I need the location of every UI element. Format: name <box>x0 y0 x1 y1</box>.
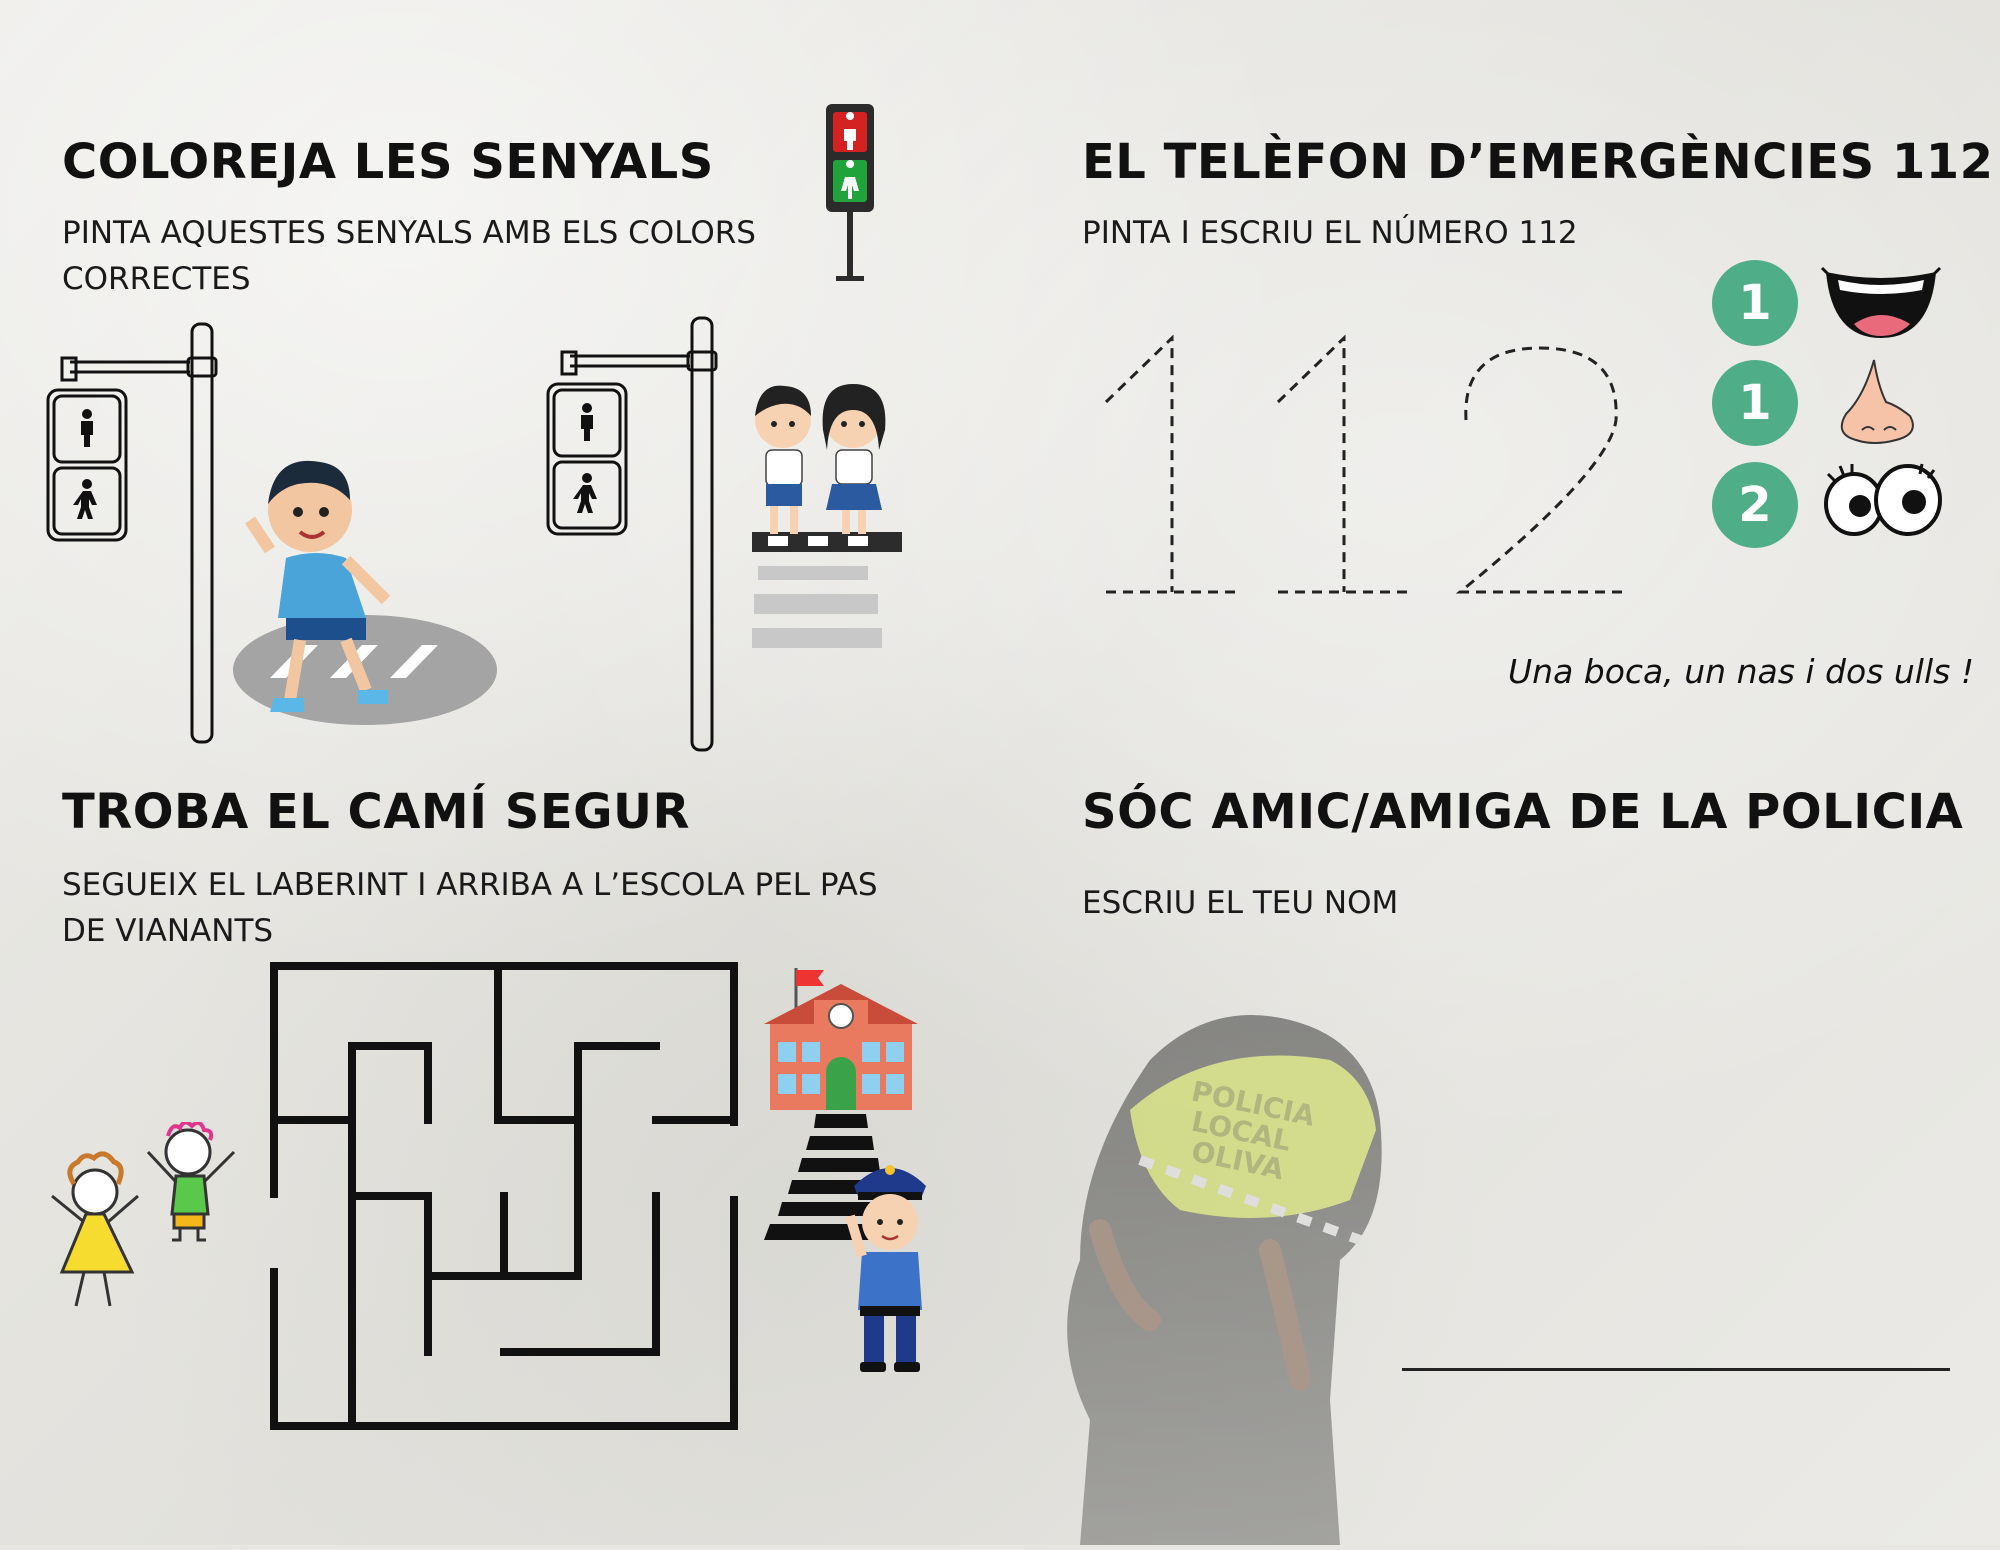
pedestrian-light-1-outline <box>46 322 218 744</box>
emergency-caption: Una boca, un nas i dos ulls ! <box>1508 652 1975 691</box>
trace-digit-1-first[interactable] <box>1100 330 1240 600</box>
police-officer-kid-illustration <box>845 1165 926 1372</box>
mouth-icon <box>1820 266 1942 338</box>
hint-number-mouth: 1 <box>1712 260 1798 346</box>
boy-crossing-illustration <box>233 460 497 725</box>
eyes-icon <box>1824 463 1942 536</box>
nose-icon <box>1840 359 1914 444</box>
hint-number-nose: 1 <box>1712 360 1798 446</box>
signals-instruction: PINTA AQUESTES SENYALS AMB ELS COLORS CO… <box>62 215 756 297</box>
maze-puzzle[interactable] <box>268 960 742 1434</box>
signals-title: COLOREJA LES SENYALS <box>62 134 714 190</box>
trace-digit-2[interactable] <box>1450 340 1630 600</box>
maze-instruction: SEGUEIX EL LABERINT I ARRIBA A L’ESCOLA … <box>62 867 878 949</box>
emergency-title: EL TELÈFON D’EMERGÈNCIES 112 <box>1082 134 1994 190</box>
traffic-light-icon <box>826 104 874 281</box>
maze-title: TROBA EL CAMÍ SEGUR <box>62 784 690 840</box>
trace-digit-1-second[interactable] <box>1272 330 1412 600</box>
kids-at-crosswalk-illustration <box>752 384 902 648</box>
police-instruction: ESCRIU EL TEU NOM <box>1082 885 1399 921</box>
hint-number-eyes: 2 <box>1712 462 1798 548</box>
police-officer-photo: POLICIA LOCAL OLIVA <box>1040 1000 1410 1545</box>
police-title: SÓC AMIC/AMIGA DE LA POLICIA <box>1082 784 1964 840</box>
emergency-instruction: PINTA I ESCRIU EL NÚMERO 112 <box>1082 215 1578 251</box>
kids-drawing-illustration <box>51 1122 236 1307</box>
name-writing-line[interactable] <box>1402 1368 1950 1371</box>
pedestrian-light-2-outline <box>546 316 718 752</box>
